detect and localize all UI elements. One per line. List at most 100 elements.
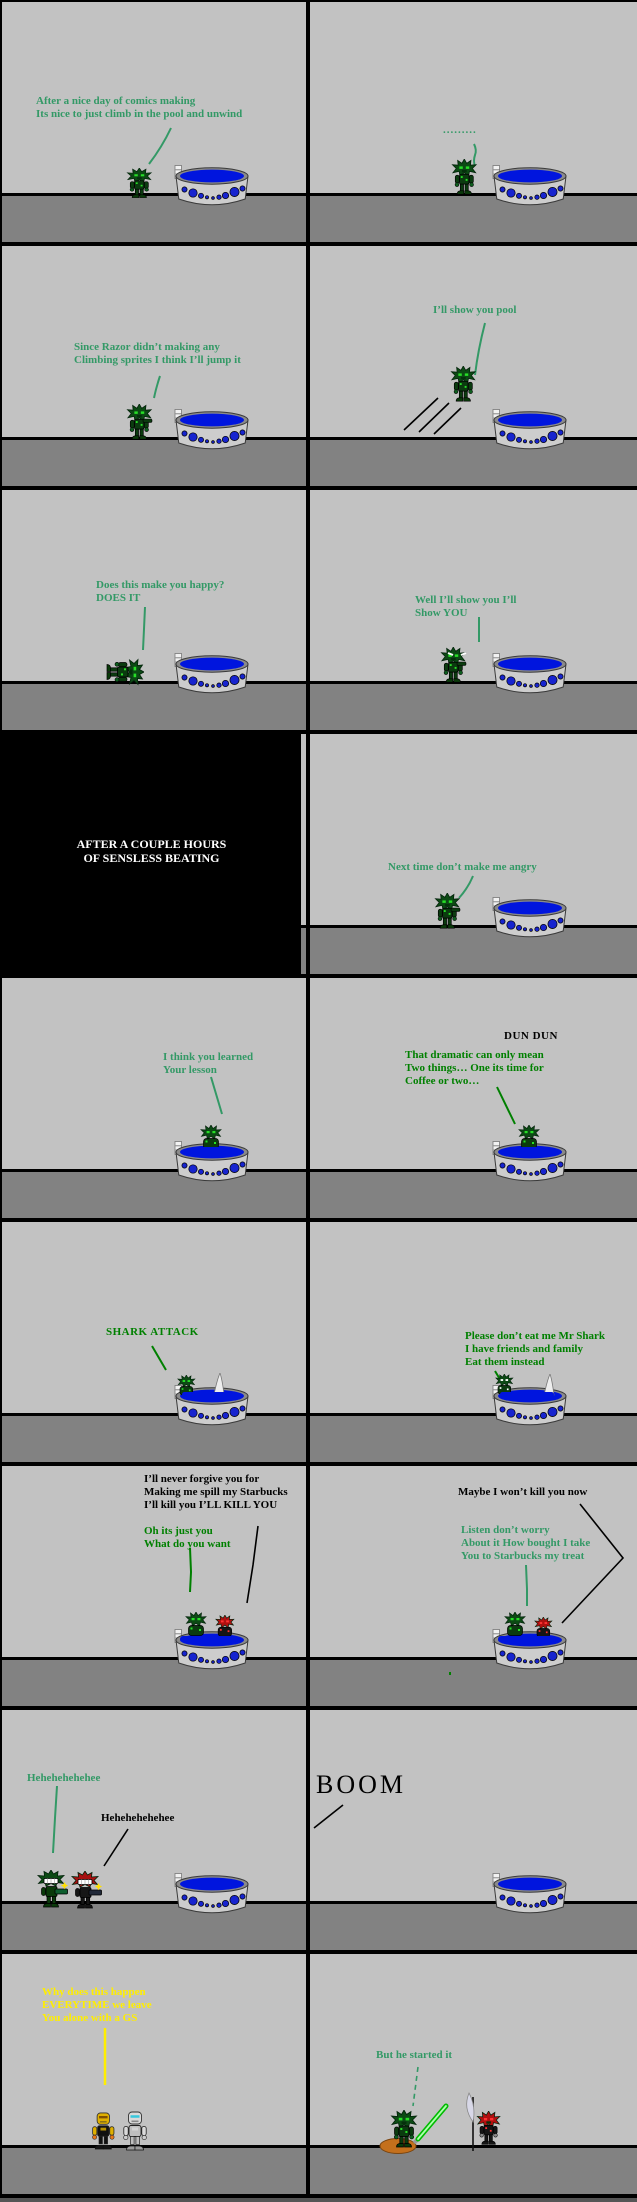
pointer-line — [142, 606, 146, 651]
pool — [492, 165, 567, 206]
panel-9-right: But he started it — [310, 1954, 637, 2198]
panel-divider — [306, 734, 310, 978]
shark-fin — [543, 1374, 555, 1396]
pointer-line — [412, 2066, 419, 2107]
speech-text: SHARK ATTACK — [106, 1326, 199, 1338]
speech-text: Listen don’t worry About it How bought I… — [461, 1524, 591, 1562]
panel-1-left: After a nice day of comics making Its ni… — [0, 2, 306, 246]
water-surface — [182, 1392, 236, 1397]
lightsaber-core — [417, 2105, 447, 2140]
pointing-arm — [142, 418, 153, 423]
pointer-line — [210, 1076, 223, 1115]
comic-row-5: I think you learned Your lesson DUN DUN … — [0, 978, 637, 1222]
red-robot-grinning-sprite — [71, 1871, 102, 1909]
pointer-line-green — [525, 1564, 528, 1606]
white-robot-sprite — [122, 2111, 148, 2151]
pool — [492, 1873, 567, 1914]
floor — [2, 1416, 306, 1462]
comic-row-8: Hehehehehehee Hehehehehehee BOOM — [0, 1710, 637, 1954]
comic-row-4: AFTER A COUPLE HOURS OF SENSLESS BEATING… — [0, 734, 637, 978]
panel-4-left: AFTER A COUPLE HOURS OF SENSLESS BEATING — [0, 734, 306, 978]
floor — [2, 1904, 306, 1950]
comic-row-2: Since Razor didn’t making any Climbing s… — [0, 246, 637, 490]
green-robot-lying-sprite — [106, 659, 144, 685]
speech-text: Oh its just you What do you want — [144, 1525, 231, 1550]
gold-robot-sprite — [91, 2112, 116, 2151]
speech-text: But he started it — [376, 2049, 453, 2061]
laugh-text: Hehehehehehee — [27, 1772, 101, 1784]
floor-line — [2, 193, 306, 196]
speech-text: Next time don’t make me angry — [388, 861, 537, 873]
pointer-line — [473, 143, 477, 167]
floor-line — [310, 1413, 637, 1416]
pointer-line — [496, 1086, 516, 1125]
angry-brows — [447, 652, 467, 656]
panel-6-left: SHARK ATTACK — [0, 1222, 306, 1466]
pointer-line — [151, 1345, 167, 1371]
pool — [174, 409, 249, 450]
speech-text: Why does this happen EVERYTIME we leave … — [42, 1986, 152, 2024]
green-robot-in-pool-sprite — [504, 1612, 526, 1636]
panel-2-right: I’ll show you pool — [310, 246, 637, 490]
red-robot-in-pool-sprite — [215, 1615, 235, 1637]
caption-text: AFTER A COUPLE HOURS OF SENSLESS BEATING — [76, 837, 227, 865]
panel-divider — [306, 490, 310, 734]
floor-line — [310, 437, 637, 440]
panel-divider — [306, 1466, 310, 1710]
green-robot-sprite — [126, 168, 152, 199]
floor — [2, 1172, 306, 1218]
speech-text: Please don’t eat me Mr Shark I have frie… — [465, 1330, 606, 1368]
floor-line — [2, 1169, 306, 1172]
panel-7-left: I’ll never forgive you for Making me spi… — [0, 1466, 306, 1710]
comic-row-9: Why does this happen EVERYTIME we leave … — [0, 1954, 637, 2198]
pool — [174, 653, 249, 694]
floor-line — [310, 681, 637, 684]
pool — [492, 1629, 567, 1670]
floor — [310, 2148, 637, 2194]
pointer-line — [153, 375, 161, 399]
panel-8-left: Hehehehehehee Hehehehehehee — [0, 1710, 306, 1954]
floor-line — [310, 193, 637, 196]
speech-text: ......... — [443, 124, 477, 136]
speech-text: Does this make you happy? DOES IT — [96, 579, 225, 604]
pointer-line — [474, 322, 486, 376]
speech-text: That dramatic can only mean Two things… … — [405, 1049, 544, 1087]
floor-line — [2, 1413, 306, 1416]
speech-text: I’ll show you pool — [433, 304, 517, 316]
sword-blade — [466, 2092, 475, 2123]
shark-fin — [213, 1373, 225, 1395]
pointing-arm — [456, 661, 467, 666]
floor-line — [310, 1169, 637, 1172]
floor — [310, 196, 637, 242]
floor — [310, 1904, 637, 1950]
floor-line — [2, 2145, 306, 2148]
floor — [310, 684, 637, 730]
green-robot-sprite — [451, 159, 477, 195]
pointer-line-green — [52, 1785, 58, 1854]
pointer-line-black — [246, 1525, 259, 1604]
comic-row-1: After a nice day of comics making Its ni… — [0, 2, 637, 246]
pointing-arm — [450, 907, 461, 912]
sfx-text: DUN DUN — [504, 1030, 558, 1042]
green-robot-in-pool-sprite — [518, 1125, 540, 1149]
pool — [492, 653, 567, 694]
speech-text: I think you learned Your lesson — [163, 1051, 254, 1076]
floor — [2, 684, 306, 730]
floor — [2, 440, 306, 486]
floor-line — [310, 1901, 637, 1904]
green-robot-grinning-sprite — [37, 1870, 68, 1908]
floor — [2, 196, 306, 242]
speech-text: Maybe I won’t kill you now — [458, 1486, 588, 1498]
stray-mark — [449, 1672, 451, 1675]
water-surface — [498, 1636, 556, 1642]
pointer-line-black — [561, 1503, 625, 1624]
speech-text: After a nice day of comics making Its ni… — [36, 95, 243, 120]
sfx-text: BOOM — [316, 1770, 407, 1799]
panel-3-right: Well I’ll show you I’ll Show YOU — [310, 490, 637, 734]
pool — [174, 1629, 249, 1670]
panel-divider — [306, 246, 310, 490]
pool — [174, 1873, 249, 1914]
pool — [492, 409, 567, 450]
panel-3-left: Does this make you happy? DOES IT — [0, 490, 306, 734]
